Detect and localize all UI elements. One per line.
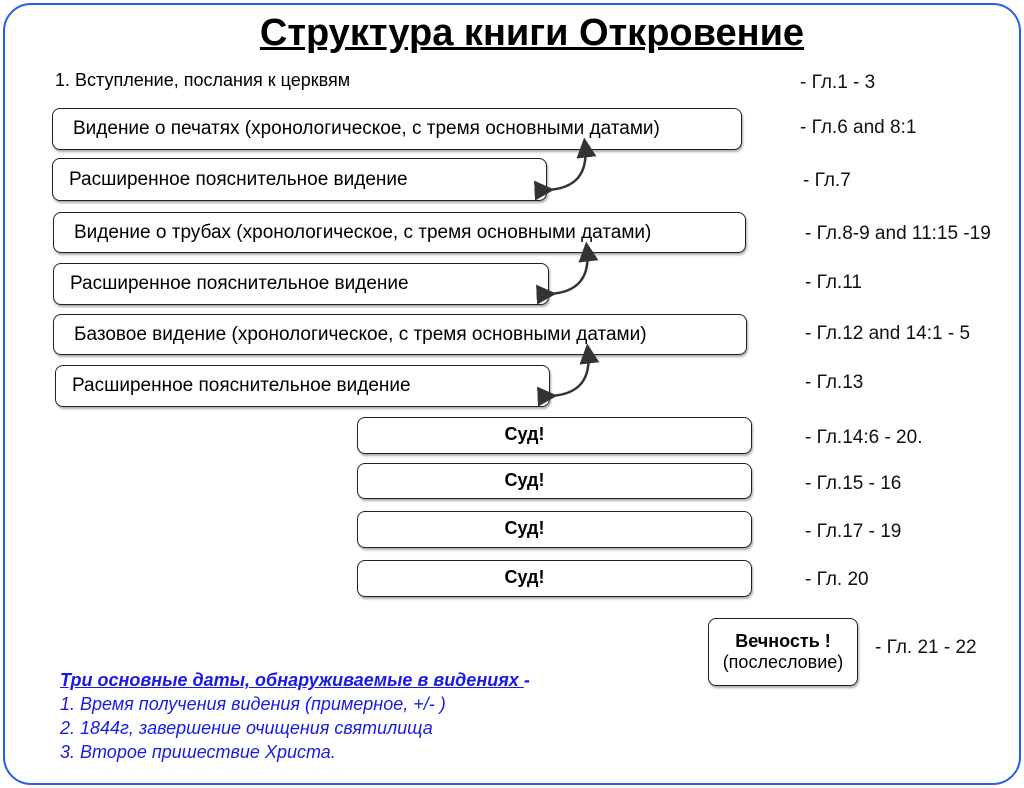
eternity-box: Вечность ! (послесловие) xyxy=(708,618,858,686)
trumpets-vision-box: Видение о трубах (хронологическое, с тре… xyxy=(53,212,746,253)
curved-arrow xyxy=(536,241,599,305)
chapter-ref: - Гл.8-9 and 11:15 -19 xyxy=(805,223,991,244)
eternity-subtitle: (послесловие) xyxy=(722,652,844,672)
eternity-title: Вечность ! xyxy=(735,631,831,651)
judgment-box: Суд! xyxy=(357,417,752,454)
judgment-box: Суд! xyxy=(357,560,752,597)
notes-heading-text: Три основные даты, обнаруживаемые в виде… xyxy=(60,670,524,690)
chapter-ref: - Гл. 20 xyxy=(805,569,869,590)
notes-dash: - xyxy=(523,670,530,690)
curved-arrow xyxy=(534,137,597,201)
judgment-box: Суд! xyxy=(357,511,752,548)
chapter-ref: - Гл.15 - 16 xyxy=(805,473,902,494)
judgment-box: Суд! xyxy=(357,463,752,499)
chapter-ref: - Гл.17 - 19 xyxy=(805,521,902,542)
seals-vision-box: Видение о печатях (хронологическое, с тр… xyxy=(52,108,742,150)
chapter-ref: - Гл.1 - 3 xyxy=(800,72,876,93)
page-title: Структура книги Откровение xyxy=(259,12,805,54)
note-item: 1. Время получения видения (примерное, +… xyxy=(60,694,446,714)
chapter-ref: - Гл.6 and 8:1 xyxy=(800,117,917,138)
curved-arrow xyxy=(537,343,600,407)
chapter-ref: - Гл.14:6 - 20. xyxy=(805,427,923,448)
chapter-ref: - Гл. 21 - 22 xyxy=(875,637,977,658)
note-item: 2. 1844г, завершение очищения святилища xyxy=(60,718,433,738)
chapter-ref: - Гл.12 and 14:1 - 5 xyxy=(805,323,971,344)
intro-text: 1. Вступление, послания к церквям xyxy=(55,70,351,90)
chapter-ref: - Гл.13 xyxy=(805,372,864,393)
outer-frame xyxy=(3,3,1021,785)
chapter-ref: - Гл.11 xyxy=(805,272,862,293)
notes-heading: Три основные даты, обнаруживаемые в виде… xyxy=(60,670,530,691)
chapter-ref: - Гл.7 xyxy=(803,170,851,191)
note-item: 3. Второе пришествие Христа. xyxy=(60,742,336,762)
base-vision-box: Базовое видение (хронологическое, с трем… xyxy=(53,314,747,355)
